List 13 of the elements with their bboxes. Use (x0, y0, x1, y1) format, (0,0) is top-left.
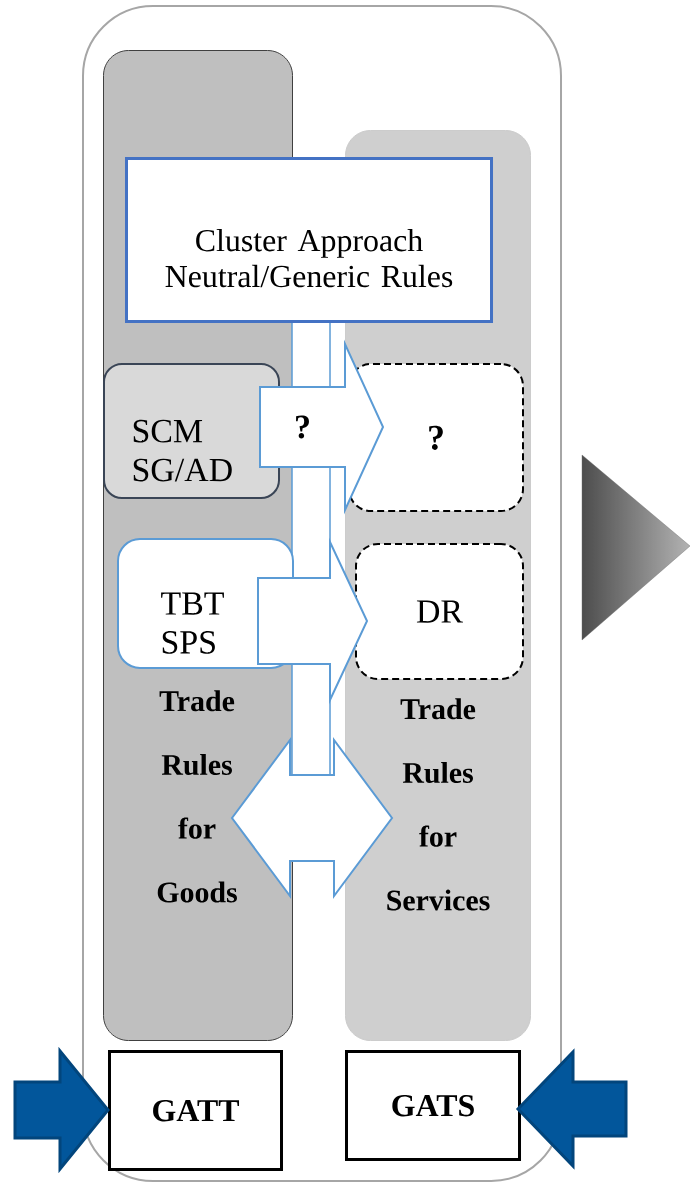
pointer-arrow (515, 1048, 628, 1170)
column-label: Trade Rules for Services (387, 698, 490, 911)
outer-frame (82, 5, 562, 1182)
cluster-box: Cluster Approach Neutral/Generic Rules (125, 157, 493, 323)
block-arrow (257, 537, 369, 705)
column-label: Trade Rules for Goods (157, 690, 237, 903)
pointer-arrow (13, 1046, 110, 1174)
dashed-box: DR (355, 543, 524, 680)
block-arrow (259, 339, 385, 515)
agreement-box: GATT (108, 1050, 283, 1171)
agreement-box: SCM SG/AD (103, 363, 280, 499)
agreement-box: GATS (345, 1050, 521, 1161)
edge-label: ? (296, 415, 309, 439)
